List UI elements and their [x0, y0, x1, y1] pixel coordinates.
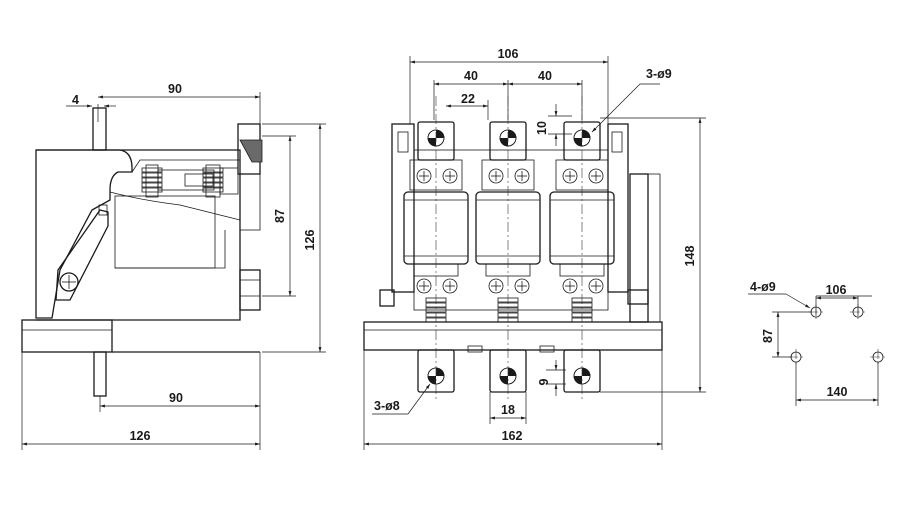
mount-vertical-spacing-label: 87 [761, 329, 775, 343]
side-top-width-label: 90 [168, 82, 182, 96]
front-pitch-left-label: 40 [464, 69, 478, 83]
side-overall-width-label: 126 [130, 429, 151, 443]
front-overall-top-label: 106 [498, 47, 519, 61]
front-terminal-offset-label: 22 [461, 92, 475, 106]
mount-bottom-spacing-label: 140 [827, 385, 848, 399]
front-bottom-holes-label: 3-ø8 [374, 399, 400, 413]
mount-top-spacing-label: 106 [826, 283, 847, 297]
front-height-label: 148 [683, 246, 697, 267]
front-overall-width-label: 162 [502, 429, 523, 443]
side-spring-height-label: 87 [273, 209, 287, 223]
front-view: 106 40 40 22 10 3-ø9 [363, 47, 706, 450]
side-bottom-width-label: 90 [169, 391, 183, 405]
mount-holes-label: 4-ø9 [750, 280, 776, 294]
front-top-holes-label: 3-ø9 [646, 67, 672, 81]
front-terminal-gap-label: 10 [535, 121, 549, 135]
front-slot-label: 9 [537, 378, 551, 385]
side-offset-label: 4 [72, 93, 79, 107]
mounting-view: 106 4-ø9 87 140 [748, 280, 886, 406]
side-total-height-label: 126 [303, 230, 317, 251]
front-pitch-right-label: 40 [538, 69, 552, 83]
side-view: 90 4 [21, 82, 326, 450]
front-terminal-width-label: 18 [501, 403, 515, 417]
